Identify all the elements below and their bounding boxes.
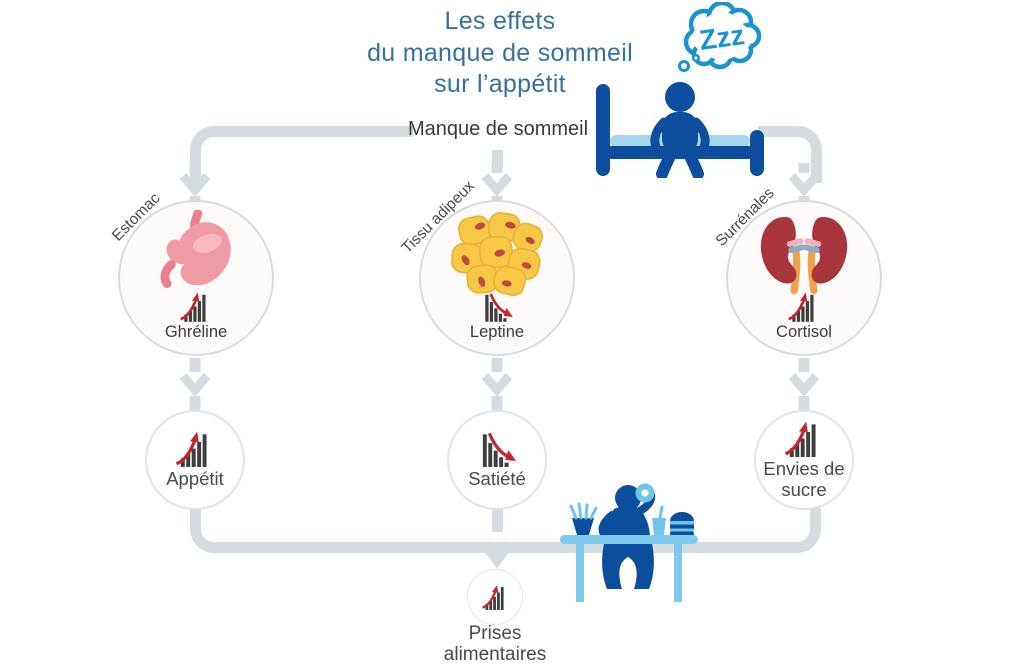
person-eating-at-table-icon xyxy=(560,483,698,602)
organ-node-stomach: Ghréline xyxy=(118,200,274,356)
organ-node-adipose: Leptine xyxy=(419,200,575,356)
down-arrow-icon xyxy=(481,541,513,569)
connector-bottom-center-stub xyxy=(492,508,503,532)
effect-node-appetit: Appétit xyxy=(145,410,245,510)
rising-bar-chart-icon xyxy=(180,292,206,322)
stomach-icon xyxy=(160,210,231,289)
effect-node-satiete: Satiété xyxy=(447,410,547,510)
connector-left-elbow xyxy=(190,126,413,183)
effect-trend-chart xyxy=(782,420,826,457)
title-line-3: sur l’appétit xyxy=(434,70,566,98)
connector-center-stub xyxy=(492,150,503,168)
rising-bar-chart-icon xyxy=(788,292,814,322)
down-arrow-icon xyxy=(788,358,820,410)
hormone-label: Cortisol xyxy=(776,323,832,341)
rising-bar-chart-icon xyxy=(784,421,816,457)
outcome-node-prises-alimentaires xyxy=(467,569,523,625)
falling-bar-chart-icon xyxy=(485,293,513,322)
outcome-label: Prises alimentaires xyxy=(443,623,547,665)
connector-right-elbow xyxy=(758,126,822,183)
effect-label: Satiété xyxy=(468,468,526,490)
root-node-label: Manque de sommeil xyxy=(407,118,589,140)
zzz-thought-bubble-icon: Zzz xyxy=(678,2,762,72)
effect-trend-chart xyxy=(173,430,217,468)
rising-bar-chart-icon xyxy=(175,431,207,468)
down-arrow-icon xyxy=(481,358,513,410)
outcome-trend-chart xyxy=(480,584,511,610)
organ-node-adrenals: Cortisol xyxy=(726,200,882,356)
hormone-label: Ghréline xyxy=(164,323,228,341)
effect-node-envies-de-sucre: Envies de sucre xyxy=(754,410,854,510)
down-arrow-icon xyxy=(179,358,211,410)
hormone-trend-chart xyxy=(786,291,822,322)
effect-label: Appétit xyxy=(166,468,224,490)
hormone-trend-chart xyxy=(479,291,515,322)
hormone-trend-chart xyxy=(178,291,214,322)
rising-bar-chart-icon xyxy=(481,585,504,610)
title-line-1: Les effets xyxy=(444,7,556,35)
connector-bottom-right-elbow xyxy=(497,508,821,553)
effect-label: Envies de sucre xyxy=(763,457,845,500)
page-title: Les effets du manque de sommeil sur l’ap… xyxy=(330,6,670,101)
kidneys-icon xyxy=(760,217,848,295)
hormone-label: Leptine xyxy=(469,323,525,341)
title-line-2: du manque de sommeil xyxy=(367,38,633,67)
person-sitting-on-bed-icon xyxy=(596,82,764,178)
effect-trend-chart xyxy=(475,430,519,468)
zzz-text: Zzz xyxy=(697,19,746,56)
adipose-tissue-icon xyxy=(451,212,544,296)
falling-bar-chart-icon xyxy=(482,432,517,468)
connector-bottom-left-elbow xyxy=(190,508,509,553)
